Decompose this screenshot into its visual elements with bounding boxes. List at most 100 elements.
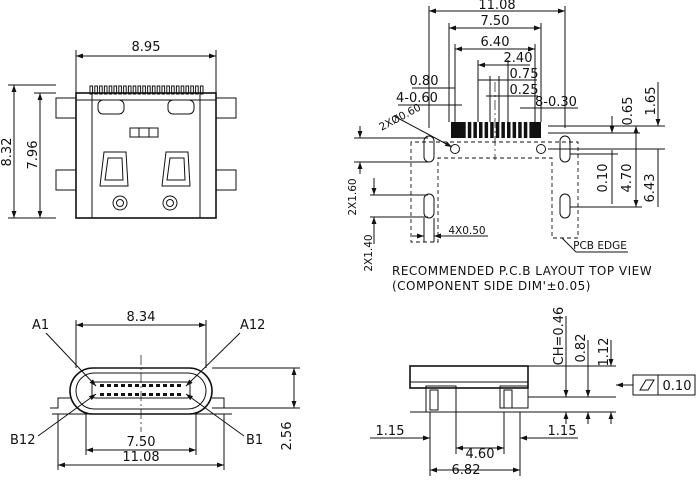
front-contact [149, 384, 153, 387]
pcb-caption-line1: RECOMMENDED P.C.B LAYOUT TOP VIEW [392, 264, 652, 278]
top-boss-right [162, 195, 178, 211]
front-label-b1: B1 [246, 433, 263, 448]
top-label-window [129, 127, 159, 138]
top-slot-right [167, 99, 195, 115]
front-contact [170, 384, 174, 387]
side-left-115: 1.15 [376, 424, 405, 439]
top-pin [151, 85, 156, 95]
side-h112: 1.12 [597, 338, 612, 367]
front-contact [135, 384, 139, 387]
top-height-inner-label: 7.96 [26, 141, 41, 170]
front-height-right: 2.56 [280, 422, 295, 451]
flatness-callout: 0.10 [616, 374, 696, 396]
side-chamfer: CH=0.46 [552, 307, 567, 366]
top-pin [156, 85, 161, 95]
front-label-a1: A1 [32, 318, 49, 333]
pcb-pad [529, 122, 536, 138]
top-tab-left-upper [55, 97, 77, 119]
front-contact [114, 393, 118, 396]
pcb-slot-lower-right [559, 193, 571, 219]
front-contact [177, 384, 181, 387]
pcb-slot-140: 2X1.40 [363, 234, 375, 271]
pcb-total-width: 11.08 [478, 0, 515, 13]
top-pin [132, 85, 137, 95]
side-flatness: 0.10 [663, 379, 692, 394]
top-width-label: 8.95 [132, 40, 161, 55]
front-contact [142, 393, 146, 396]
pcb-caption-line2: (COMPONENT SIDE DIM'±0.05) [392, 279, 591, 293]
top-latch-right [161, 151, 191, 187]
front-label-a12: A12 [240, 318, 265, 333]
front-contact [128, 384, 132, 387]
pcb-pad [535, 122, 541, 138]
front-contact-row [100, 384, 181, 396]
top-height-outer-label: 8.32 [0, 138, 15, 167]
pcb-pad [467, 122, 472, 138]
top-pin [171, 85, 175, 95]
top-pin [123, 85, 127, 95]
top-pin [142, 85, 146, 95]
pcb-pad [507, 122, 511, 138]
front-contact [107, 393, 111, 396]
front-contact [100, 384, 104, 387]
pcb-slot-050: 4X0.50 [448, 225, 485, 237]
top-tab-left-lower [55, 169, 77, 191]
pcb-w075: 0.75 [510, 67, 539, 82]
pcb-hole-dia: 2XØ0.60 [377, 102, 423, 134]
front-contact [100, 393, 104, 396]
pcb-layout: 11.08 7.50 6.40 2.40 0.75 0.25 0.80 4-0.… [347, 0, 665, 293]
top-latch-left [99, 151, 129, 187]
front-leg-right [212, 397, 232, 409]
side-h082: 0.82 [574, 334, 589, 363]
pcb-edge-label: PCB EDGE [573, 240, 627, 252]
top-pin [147, 85, 151, 95]
front-label-b12: B12 [10, 433, 35, 448]
pcb-pad [523, 122, 528, 138]
top-pin [89, 85, 94, 95]
front-contact [114, 384, 118, 387]
front-contact [156, 393, 160, 396]
pcb-h643: 6.43 [643, 174, 658, 203]
top-pin [137, 85, 142, 95]
side-view: CH=0.46 0.82 1.12 0.10 1.15 1.15 4.60 6.… [370, 307, 696, 478]
pcb-w025: 0.25 [510, 83, 539, 98]
top-tab-right-lower [215, 169, 237, 191]
pcb-w240: 2.40 [504, 51, 533, 66]
top-pin-row [89, 85, 204, 95]
top-pin [118, 85, 122, 95]
pcb-left-pads: 4-0.60 [396, 91, 438, 106]
front-contact [121, 384, 125, 387]
top-pin [190, 85, 194, 95]
pcb-slot-upper-left [423, 135, 435, 163]
side-w682: 6.82 [452, 463, 481, 478]
front-contact [156, 384, 160, 387]
top-boss-left [112, 195, 128, 211]
side-w460: 4.60 [466, 447, 495, 462]
pcb-h470: 4.70 [620, 164, 635, 193]
pcb-pad [501, 122, 505, 138]
side-body [409, 365, 529, 389]
pcb-hole-right [536, 144, 546, 154]
top-pin [199, 85, 204, 95]
front-contact [107, 384, 111, 387]
front-contact [163, 393, 167, 396]
front-view: A1 A12 B12 B1 8.34 7.50 11.08 2.56 [10, 310, 300, 470]
front-contact [128, 393, 132, 396]
pcb-slot-lower-left [423, 193, 435, 219]
pcb-pad [495, 122, 500, 138]
top-pin [195, 85, 199, 95]
pcb-w640: 6.40 [481, 35, 510, 50]
front-contact [177, 393, 181, 396]
top-pin [94, 85, 98, 95]
pcb-pad-row [451, 122, 541, 138]
top-pin [108, 85, 113, 95]
top-tab-right-upper [215, 97, 237, 119]
pcb-pad [479, 122, 483, 138]
top-pin [161, 85, 166, 95]
front-contact [135, 393, 139, 396]
pcb-slot-160: 2X1.60 [347, 178, 359, 215]
front-contact [163, 384, 167, 387]
front-leg-left [50, 397, 70, 409]
top-pin [180, 85, 185, 95]
